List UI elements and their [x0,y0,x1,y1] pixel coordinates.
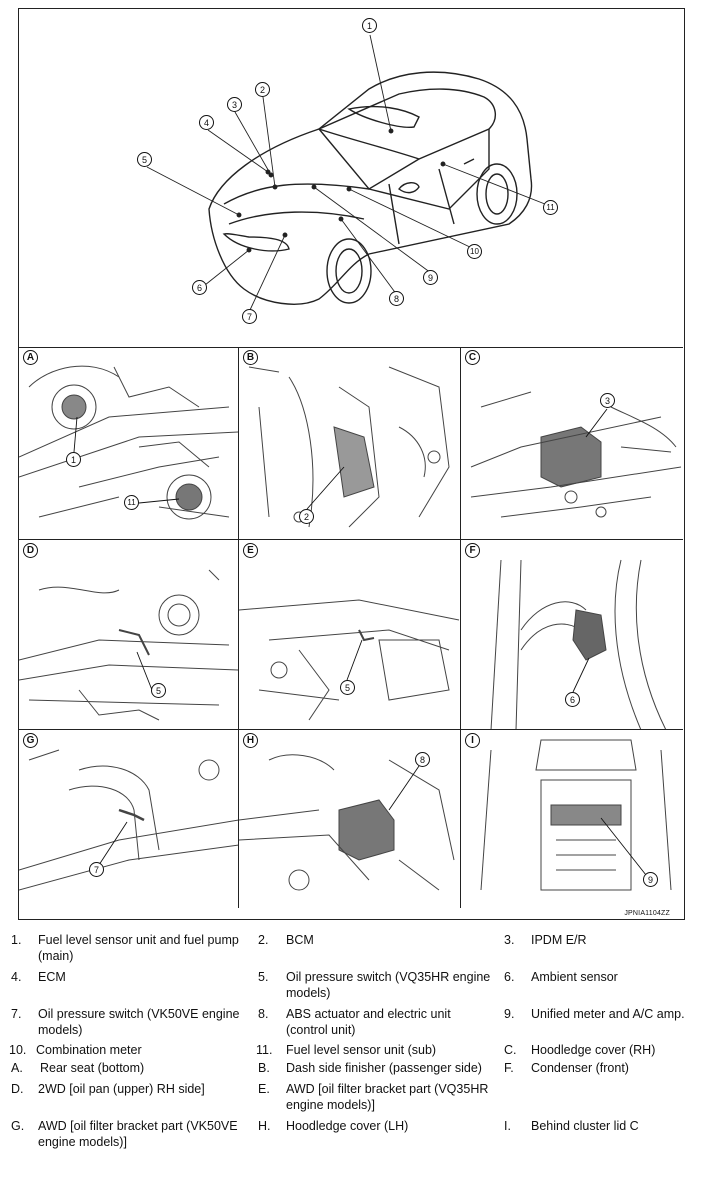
panel-e: E 5 [239,540,461,730]
legend-text: Rear seat (bottom) [40,1061,145,1075]
panel-d-callout-5: 5 [151,683,166,698]
callout-11: 11 [543,200,558,215]
panel-d: D 5 [19,540,239,730]
legend-key: C. [504,1043,517,1057]
panel-f: F 6 [461,540,683,730]
panel-c: C 3 [461,347,683,540]
panel-g: G 7 [19,730,239,908]
figure-id: JPNIA1104ZZ [624,910,670,917]
legend-key: H. [258,1119,271,1133]
legend-text: Unified meter and A/C amp. [531,1007,685,1021]
legend-text: Condenser (front) [531,1061,629,1075]
callout-1: 1 [362,18,377,33]
panel-b-callout-2: 2 [299,509,314,524]
legend-text: Hoodledge cover (LH) [286,1119,409,1133]
callout-8: 8 [389,291,404,306]
legend-key: G. [11,1119,25,1133]
legend-text: Oil pressure switch (VQ35HR engine model… [286,970,491,1000]
callout-9: 9 [423,270,438,285]
panel-label-d: D [23,543,38,558]
legend-text: AWD [oil filter bracket part (VQ35HR eng… [286,1082,489,1112]
callout-4: 4 [199,115,214,130]
legend-key: B. [258,1061,270,1075]
legend-key: 3. [504,933,515,947]
panel-h-callout-8: 8 [415,752,430,767]
callout-3: 3 [227,97,242,112]
legend-key: I. [504,1119,511,1133]
panel-label-g: G [23,733,38,748]
legend-text: Oil pressure switch (VK50VE engine model… [38,1007,240,1037]
legend-key: 11. [256,1043,273,1057]
callout-5: 5 [137,152,152,167]
vehicle-overview: 1 2 3 4 5 6 7 8 9 10 11 [19,9,683,348]
legend-key: E. [258,1082,270,1096]
component-location-figure: 1 2 3 4 5 6 7 8 9 10 11 A 1 11 [18,8,685,920]
legend-text: 2WD [oil pan (upper) RH side] [38,1082,205,1096]
legend-key: 10. [9,1043,27,1057]
legend-key: 2. [258,933,269,947]
legend-key: F. [504,1061,514,1075]
panel-label-h: H [243,733,258,748]
legend-text: Fuel level sensor unit and fuel pump (ma… [38,933,239,963]
legend-text: ECM [38,970,66,984]
panel-f-callout-6: 6 [565,692,580,707]
panel-g-callout-7: 7 [89,862,104,877]
legend-text: BCM [286,933,314,947]
panel-label-a: A [23,350,38,365]
legend-key: 4. [11,970,22,984]
panel-a-callout-11: 11 [124,495,139,510]
panel-label-f: F [465,543,480,558]
vehicle-illustration [146,34,551,311]
legend-key: A. [11,1061,23,1075]
legend-key: 7. [11,1007,22,1021]
callout-6: 6 [192,280,207,295]
legend-key: 9. [504,1007,515,1021]
legend-text: Fuel level sensor unit (sub) [286,1043,437,1057]
panel-i-callout-9: 9 [643,872,658,887]
panel-b: B 2 [239,347,461,540]
legend-text: Behind cluster lid C [531,1119,639,1133]
legend-text: Ambient sensor [531,970,618,984]
panel-label-e: E [243,543,258,558]
callout-7: 7 [242,309,257,324]
panel-label-c: C [465,350,480,365]
legend-text: Combination meter [36,1043,142,1057]
legend-key: 6. [504,970,515,984]
legend-key: 1. [11,933,22,947]
panel-a: A 1 11 [19,347,239,540]
legend-text: Dash side finisher (passenger side) [286,1061,482,1075]
legend-text: IPDM E/R [531,933,587,947]
panel-i: I 9 [461,730,683,908]
panel-label-b: B [243,350,258,365]
panel-a-callout-1: 1 [66,452,81,467]
panel-c-callout-3: 3 [600,393,615,408]
legend-key: 8. [258,1007,269,1021]
panel-e-callout-5: 5 [340,680,355,695]
legend-key: D. [11,1082,24,1096]
panel-label-i: I [465,733,480,748]
legend-key: 5. [258,970,269,984]
panel-h: H 8 [239,730,461,908]
callout-2: 2 [255,82,270,97]
legend-text: Hoodledge cover (RH) [531,1043,656,1057]
legend-text: ABS actuator and electric unit (control … [286,1007,451,1037]
callout-10: 10 [467,244,482,259]
legend-text: AWD [oil filter bracket part (VK50VE eng… [38,1119,238,1149]
